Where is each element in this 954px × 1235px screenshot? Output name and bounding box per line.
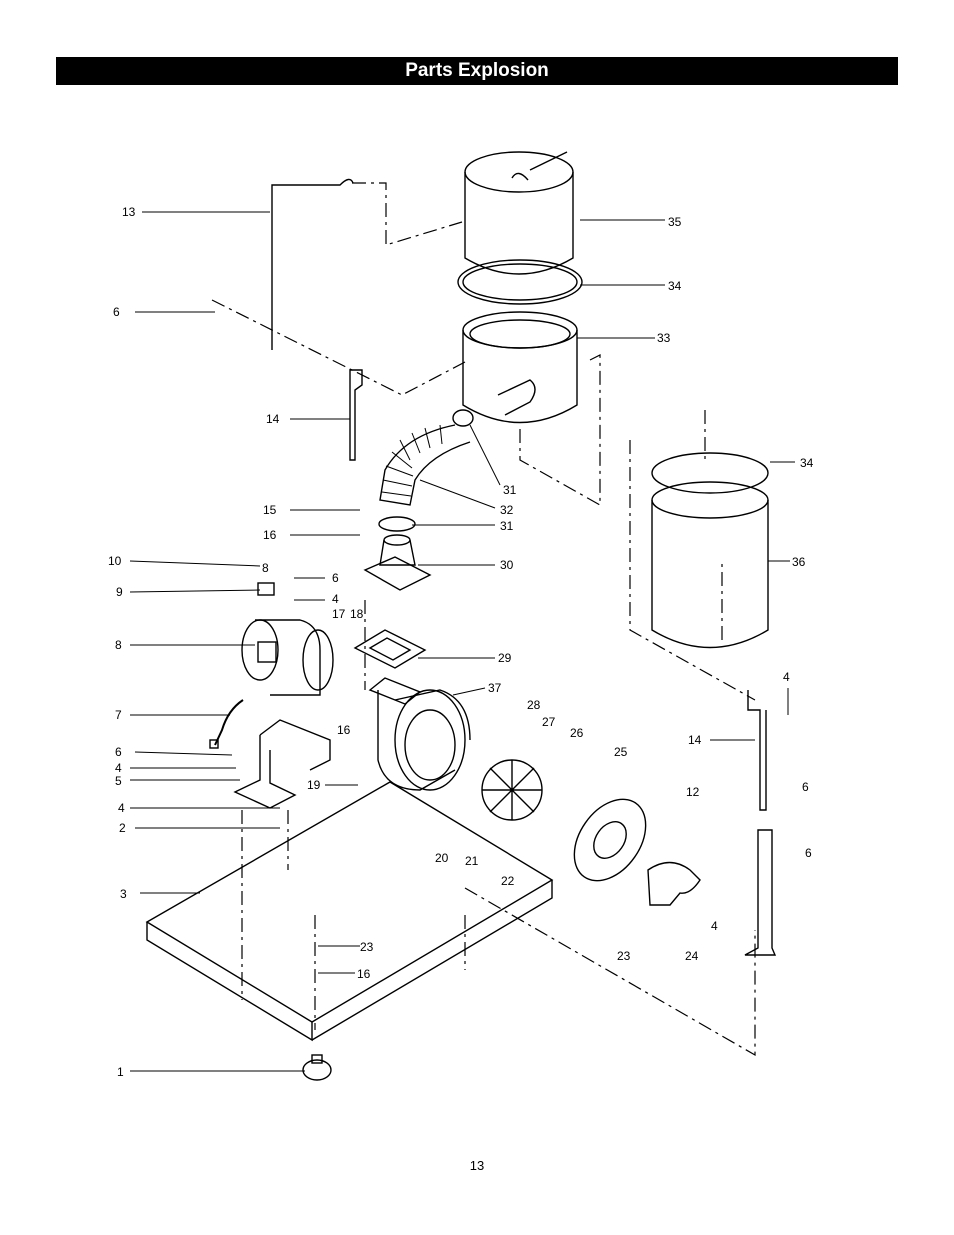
callout-2: 2 [119,821,126,835]
callout-30: 30 [500,558,514,572]
callout-13: 13 [122,205,136,219]
part-14-bracket-left [349,369,363,461]
callout-14: 14 [688,733,702,747]
part-32-hose [379,424,471,506]
callout-3: 3 [120,887,127,901]
callout-9: 9 [116,585,123,599]
callout-14: 14 [266,412,280,426]
callout-25: 25 [614,745,628,759]
callout-33: 33 [657,331,671,345]
part-9-switch [257,582,275,596]
callout-16: 16 [357,967,371,981]
part-35-lid [464,151,574,275]
callout-10: 10 [108,554,122,568]
callout-4: 4 [118,801,125,815]
callout-27: 27 [542,715,556,729]
part-22-impeller [481,759,543,821]
section-title: Parts Explosion [405,60,549,81]
callout-8: 8 [115,638,122,652]
part-7-cord-plug [209,739,219,749]
callout-6: 6 [115,745,122,759]
callout-36: 36 [792,555,806,569]
callout-29: 29 [498,651,512,665]
callout-37: 37 [488,681,502,695]
callout-16: 16 [337,723,351,737]
callout-5: 5 [115,774,122,788]
callout-24: 24 [685,949,699,963]
callout-8-small: 8 [262,561,269,575]
callout-23: 23 [617,949,631,963]
part-3-base-plate [145,781,554,1023]
part-14-bracket-right [744,690,777,956]
assembly-guide-lines [211,182,756,1057]
callout-19: 19 [307,778,321,792]
part-30-flange [363,534,432,591]
callout-20: 20 [435,851,449,865]
callout-6: 6 [802,780,809,794]
callout-6: 6 [332,571,339,585]
callout-34: 34 [668,279,682,293]
callout-35: 35 [668,215,682,229]
callout-23: 23 [360,940,374,954]
callout-31: 31 [503,483,517,497]
callout-6: 6 [805,846,812,860]
callout-21: 21 [465,854,479,868]
callout-31: 31 [500,519,514,533]
callout-26: 26 [570,726,584,740]
hose-ribs [381,424,443,497]
section-title-bar: Parts Explosion [56,57,898,85]
part-5-motor-bracket [233,719,331,809]
callout-4: 4 [783,670,790,684]
part-29-gasket [353,629,427,669]
callout-leader-lines [129,211,795,1072]
callout-1: 1 [117,1065,124,1079]
callout-4: 4 [711,919,718,933]
part-24-outlet [647,861,701,906]
part-25-cover-plate [573,798,647,882]
part-13-handle [271,178,354,350]
part-8-motor [241,619,334,696]
callout-15: 15 [263,503,277,517]
callout-17: 17 [332,607,346,621]
part-36-collection-bag [651,452,769,649]
part-33-upper-drum [462,311,578,424]
callout-22: 22 [501,874,515,888]
part-1-caster [302,1054,332,1081]
part-34-ring-top [457,259,583,305]
part-31-clamp-lower [378,516,416,532]
callout-12: 12 [686,785,700,799]
page-number: 13 [469,1158,485,1173]
part-31-clamp-upper [452,409,474,427]
callout-4: 4 [115,761,122,775]
callout-16: 16 [263,528,277,542]
callout-32: 32 [500,503,514,517]
callout-6: 6 [113,305,120,319]
callout-28: 28 [527,698,541,712]
callout-18: 18 [350,607,364,621]
callout-34: 34 [800,456,814,470]
callout-4: 4 [332,592,339,606]
callout-labels: 13 6 14 35 34 33 31 32 31 30 15 16 10 8 … [108,205,814,1079]
callout-7: 7 [115,708,122,722]
